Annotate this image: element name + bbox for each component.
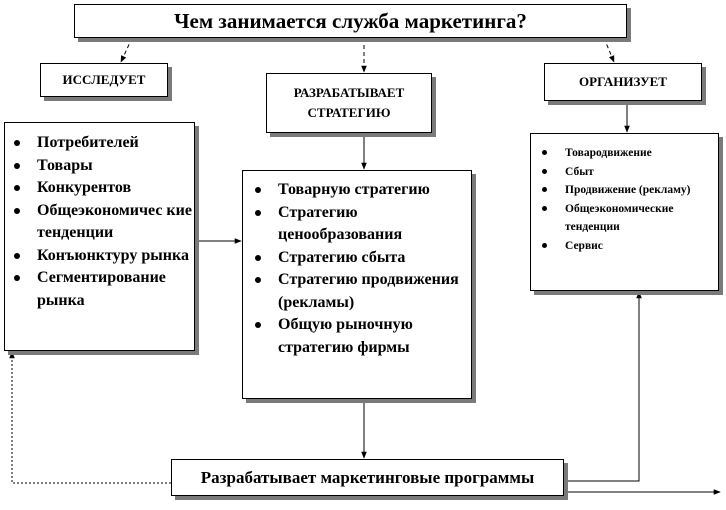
organize-list-box: Товародвижение Сбыт Продвижение (рекламу… [530, 133, 719, 291]
list-item: Продвижение (рекламу) [531, 181, 718, 200]
heading-develop-line-2: СТРАТЕГИЮ [307, 105, 391, 120]
list-item: Общую рыночную стратегию фирмы [243, 314, 471, 359]
list-item: Конъюнктуру рынка [5, 245, 194, 268]
list-item: Стратегию продвижения (рекламы) [243, 269, 471, 314]
list-item: Стратегию ценообразования [243, 202, 471, 247]
organize-list: Товародвижение Сбыт Продвижение (рекламу… [531, 144, 718, 255]
list-item: Сервис [531, 237, 718, 256]
heading-research-text: ИССЛЕДУЕТ [62, 72, 146, 87]
list-item: Товары [5, 155, 194, 178]
heading-develop-line-1: РАЗРАБАТЫВАЕТ [293, 85, 405, 100]
bottom-programs-box: Разрабатывает маркетинговые программы [171, 459, 564, 496]
arrow-title-research [120, 37, 133, 63]
heading-organize-text: ОРГАНИЗУЕТ [579, 74, 667, 89]
diagram-title: Чем занимается служба маркетинга? [74, 4, 627, 38]
list-item: Сбыт [531, 163, 718, 182]
arrow-title-organize [603, 37, 615, 63]
heading-organize: ОРГАНИЗУЕТ [544, 63, 702, 101]
arrow-bottom-organize [564, 291, 642, 482]
list-item: Общеэкономичес кие тенденции [5, 200, 194, 245]
list-item: Товарную стратегию [243, 179, 471, 202]
develop-list-box: Товарную стратегию Стратегию ценообразов… [242, 170, 472, 399]
list-item: Товародвижение [531, 144, 718, 163]
list-item: Стратегию сбыта [243, 247, 471, 270]
research-list: Потребителей Товары Конкурентов Общеэкон… [5, 132, 194, 312]
list-item: Общеэкономические тенденции [531, 200, 718, 237]
heading-develop: РАЗРАБАТЫВАЕТ СТРАТЕГИЮ [266, 73, 432, 133]
bottom-programs-text: Разрабатывает маркетинговые программы [200, 467, 535, 487]
diagram-title-text: Чем занимается служба маркетинга? [174, 8, 527, 33]
list-item: Конкурентов [5, 177, 194, 200]
develop-list: Товарную стратегию Стратегию ценообразов… [243, 179, 471, 359]
research-list-box: Потребителей Товары Конкурентов Общеэкон… [4, 122, 195, 351]
list-item: Потребителей [5, 132, 194, 155]
list-item: Сегментирование рынка [5, 267, 194, 312]
heading-research: ИССЛЕДУЕТ [40, 63, 168, 97]
arrow-bottom-research [9, 351, 171, 484]
